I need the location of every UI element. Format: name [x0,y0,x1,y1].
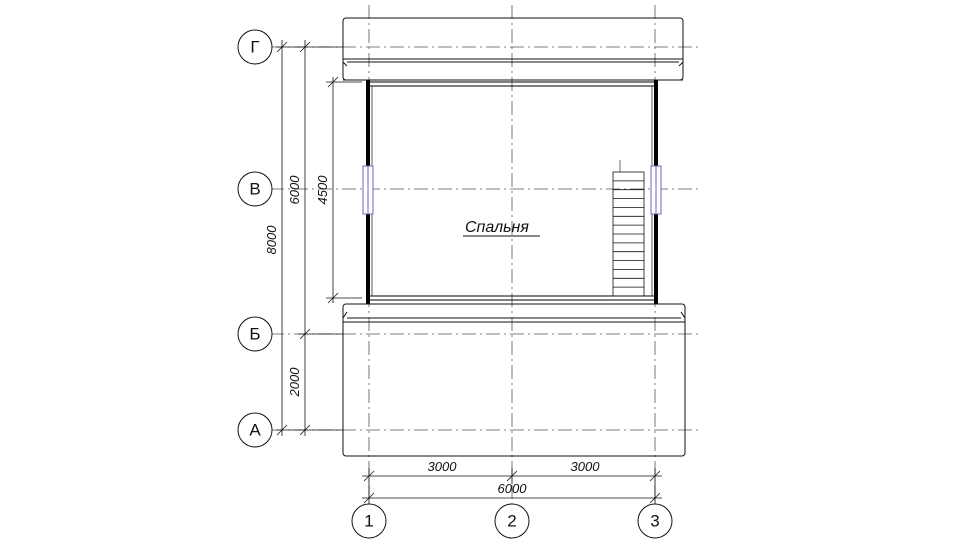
axis-bubble-1: 1 [351,503,387,539]
axis-bubble-a: А [237,412,273,448]
dim-left-horizontal: 3000 [428,459,458,474]
svg-text:3: 3 [650,512,659,531]
svg-text:1: 1 [364,512,373,531]
dim-inner-vertical: 4500 [315,175,330,205]
upper-overhang [342,17,684,81]
vertical-dimensions [276,40,362,436]
axis-bubble-3: 3 [637,503,673,539]
dim-upper-vertical: 6000 [287,175,302,205]
dim-total-horizontal: 6000 [498,481,528,496]
axis-bubble-b: Б [237,316,273,352]
axis-bubble-2: 2 [494,503,530,539]
svg-text:Б: Б [249,325,260,344]
horizontal-dimensions [362,468,662,505]
dim-lower-vertical: 2000 [287,367,302,398]
axis-bubble-v: В [237,171,273,207]
dim-total-vertical: 8000 [264,225,279,255]
svg-text:Г: Г [250,38,259,57]
svg-text:В: В [249,180,260,199]
svg-text:2: 2 [507,512,516,531]
stair [612,160,645,297]
axis-bubble-g: Г [237,29,273,65]
dim-right-horizontal: 3000 [571,459,601,474]
lower-block [342,303,686,457]
window-left [362,165,374,215]
window-right [650,165,662,215]
svg-text:А: А [249,421,261,440]
room-name: Спальня [465,219,529,236]
